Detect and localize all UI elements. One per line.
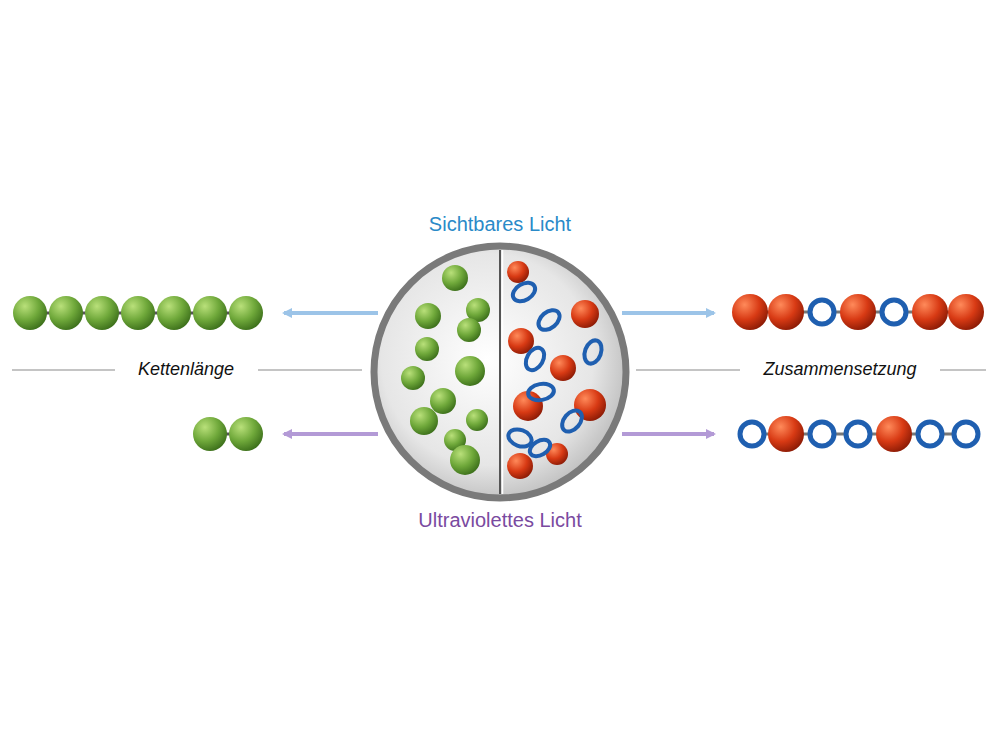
axis-label: Kettenlänge xyxy=(134,359,238,381)
polymer-chains xyxy=(13,294,984,452)
light-label: Ultraviolettes Licht xyxy=(414,508,585,532)
axis-label: Zusammensetzung xyxy=(759,359,920,381)
green-monomers xyxy=(401,265,490,475)
blue-ring-monomers xyxy=(506,279,605,459)
light-label: Sichtbares Licht xyxy=(425,212,575,236)
reaction-vessel xyxy=(374,246,626,498)
